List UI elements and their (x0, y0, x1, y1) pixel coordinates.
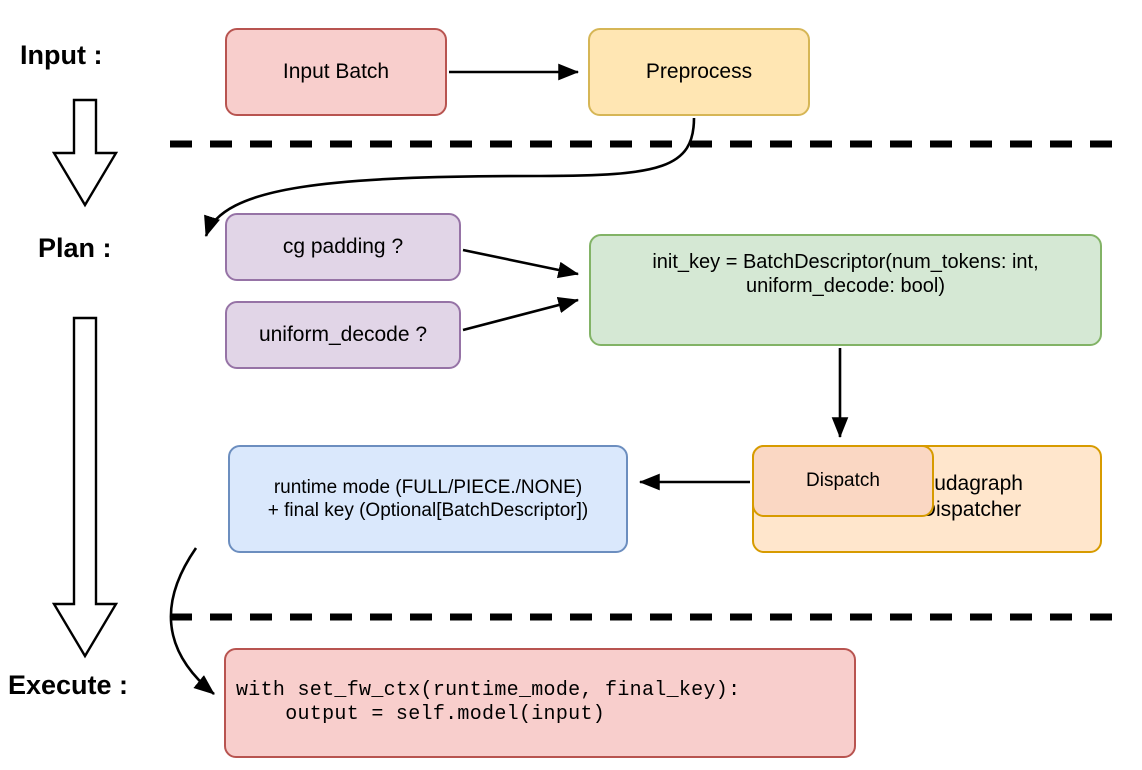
stage-flow-arrows (51, 98, 119, 659)
runtime-mode-to-execute-code-edge (169, 547, 215, 696)
uniform-decode-node-label: uniform_decode ? (258, 323, 428, 347)
input-batch-node[interactable]: Input Batch (225, 28, 447, 116)
preprocess-node[interactable]: Preprocess (588, 28, 810, 116)
init-key-batchdescriptor-node[interactable]: init_key = BatchDescriptor(num_tokens: i… (589, 234, 1102, 346)
cudagraph-dispatcher-node-label: Cudagraph Dispatcher (919, 471, 1023, 521)
stage-label-input: Input : (20, 40, 103, 70)
dispatch-node[interactable]: Dispatch (752, 445, 934, 517)
stage-label-plan: Plan : (38, 233, 112, 263)
init-key-batchdescriptor-node-label: init_key = BatchDescriptor(num_tokens: i… (652, 251, 1039, 298)
stage-label-execute: Execute : (8, 670, 129, 700)
cg-padding-node-label: cg padding ? (282, 235, 404, 259)
execute-code-node[interactable]: with set_fw_ctx(runtime_mode, final_key)… (224, 648, 856, 758)
runtime-mode-final-key-node-label: runtime mode (FULL/PIECE./NONE) + final … (267, 476, 589, 521)
plan-to-execute-arrow (51, 316, 119, 659)
uniform-decode-to-init-key-edge (462, 296, 580, 332)
dispatch-node-label: Dispatch (806, 470, 880, 492)
edges (169, 63, 849, 696)
input-to-plan-arrow (51, 98, 119, 208)
input-batch-node-label: Input Batch (282, 60, 390, 84)
uniform-decode-node[interactable]: uniform_decode ? (225, 301, 461, 369)
cg-padding-to-init-key-edge (462, 248, 580, 279)
execute-code-node-label: with set_fw_ctx(runtime_mode, final_key)… (236, 678, 741, 726)
cg-padding-node[interactable]: cg padding ? (225, 213, 461, 281)
preprocess-node-label: Preprocess (645, 60, 753, 84)
runtime-mode-final-key-node[interactable]: runtime mode (FULL/PIECE./NONE) + final … (228, 445, 628, 553)
